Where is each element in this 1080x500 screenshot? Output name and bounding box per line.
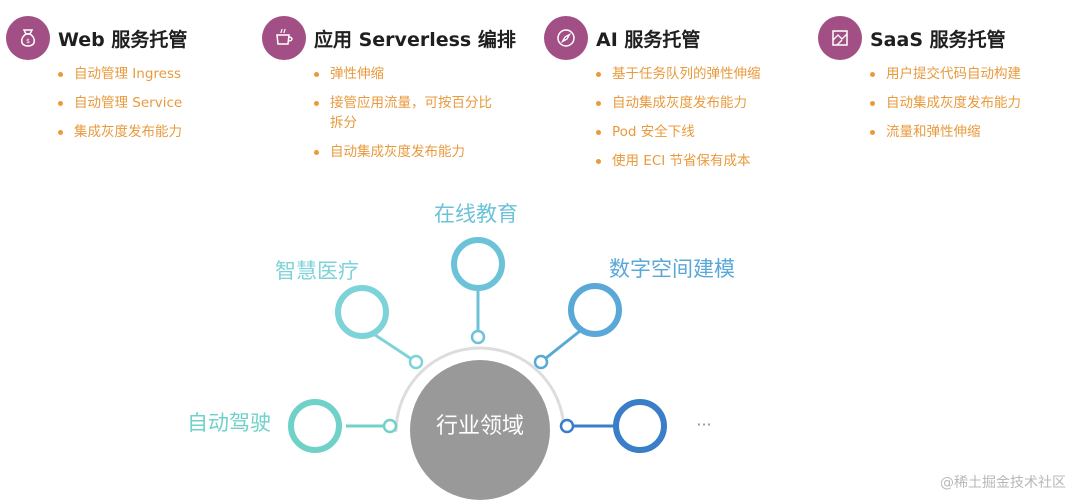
- card-header: SaaS 服务托管: [818, 16, 1068, 60]
- list-item: 使用 ECI 节省保有成本: [596, 151, 794, 171]
- list-item: 自动集成灰度发布能力: [870, 93, 1068, 113]
- node-label: 自动驾驶: [187, 411, 271, 435]
- compass-icon: [544, 16, 588, 60]
- list-item: 自动管理 Service: [58, 93, 236, 113]
- list-item: 接管应用流量，可按百分比拆分: [314, 93, 500, 133]
- card-title: AI 服务托管: [596, 28, 701, 51]
- card-header: AI 服务托管: [544, 16, 794, 60]
- connector-dot: [533, 354, 549, 370]
- list-item: 自动管理 Ingress: [58, 64, 236, 84]
- list-item: 自动集成灰度发布能力: [596, 93, 794, 113]
- map-icon: [818, 16, 862, 60]
- node-label: 在线教育: [434, 202, 518, 226]
- bag-icon: $: [6, 16, 50, 60]
- card-web-hosting: $ Web 服务托管 自动管理 Ingress 自动管理 Service 集成灰…: [6, 16, 236, 151]
- list-item: 流量和弹性伸缩: [870, 122, 1068, 142]
- list-item: 弹性伸缩: [314, 64, 522, 84]
- card-title: Web 服务托管: [58, 28, 188, 51]
- list-item: 自动集成灰度发布能力: [314, 142, 522, 162]
- node-smart-medical: [335, 285, 389, 339]
- node-autonomous-driving: [288, 399, 342, 453]
- node-label: 智慧医疗: [275, 259, 359, 283]
- node-label: 数字空间建模: [609, 257, 735, 281]
- card-title: SaaS 服务托管: [870, 28, 1006, 51]
- list-item: 基于任务队列的弹性伸缩: [596, 64, 794, 84]
- watermark: @稀土掘金技术社区: [940, 475, 1066, 491]
- connector-dot: [408, 354, 424, 370]
- svg-text:$: $: [26, 38, 30, 45]
- spoke-line: [540, 325, 586, 364]
- node-label: ···: [696, 415, 711, 434]
- node-more: [613, 399, 667, 453]
- list-item: 用户提交代码自动构建: [870, 64, 1068, 84]
- card-saas-hosting: SaaS 服务托管 用户提交代码自动构建 自动集成灰度发布能力 流量和弹性伸缩: [818, 16, 1068, 151]
- center-arc: [394, 346, 566, 433]
- card-bullet-list: 用户提交代码自动构建 自动集成灰度发布能力 流量和弹性伸缩: [818, 64, 1068, 142]
- card-bullet-list: 基于任务队列的弹性伸缩 自动集成灰度发布能力 Pod 安全下线 使用 ECI 节…: [544, 64, 794, 171]
- node-online-education: [451, 237, 505, 291]
- connector-dot: [382, 418, 398, 434]
- card-title: 应用 Serverless 编排: [314, 28, 516, 51]
- cup-icon: [262, 16, 306, 60]
- card-ai-hosting: AI 服务托管 基于任务队列的弹性伸缩 自动集成灰度发布能力 Pod 安全下线 …: [544, 16, 794, 180]
- connector-dot: [559, 418, 575, 434]
- card-serverless-orchestration: 应用 Serverless 编排 弹性伸缩 接管应用流量，可按百分比拆分 自动集…: [262, 16, 522, 171]
- connector-dot: [470, 329, 486, 345]
- card-header: 应用 Serverless 编排: [262, 16, 522, 60]
- center-label: 行业领域: [436, 414, 524, 439]
- center-circle: [410, 360, 550, 500]
- list-item: 集成灰度发布能力: [58, 122, 236, 142]
- node-digital-modeling: [568, 283, 622, 337]
- card-header: $ Web 服务托管: [6, 16, 236, 60]
- list-item: Pod 安全下线: [596, 122, 794, 142]
- card-bullet-list: 弹性伸缩 接管应用流量，可按百分比拆分 自动集成灰度发布能力: [262, 64, 522, 162]
- card-bullet-list: 自动管理 Ingress 自动管理 Service 集成灰度发布能力: [6, 64, 236, 142]
